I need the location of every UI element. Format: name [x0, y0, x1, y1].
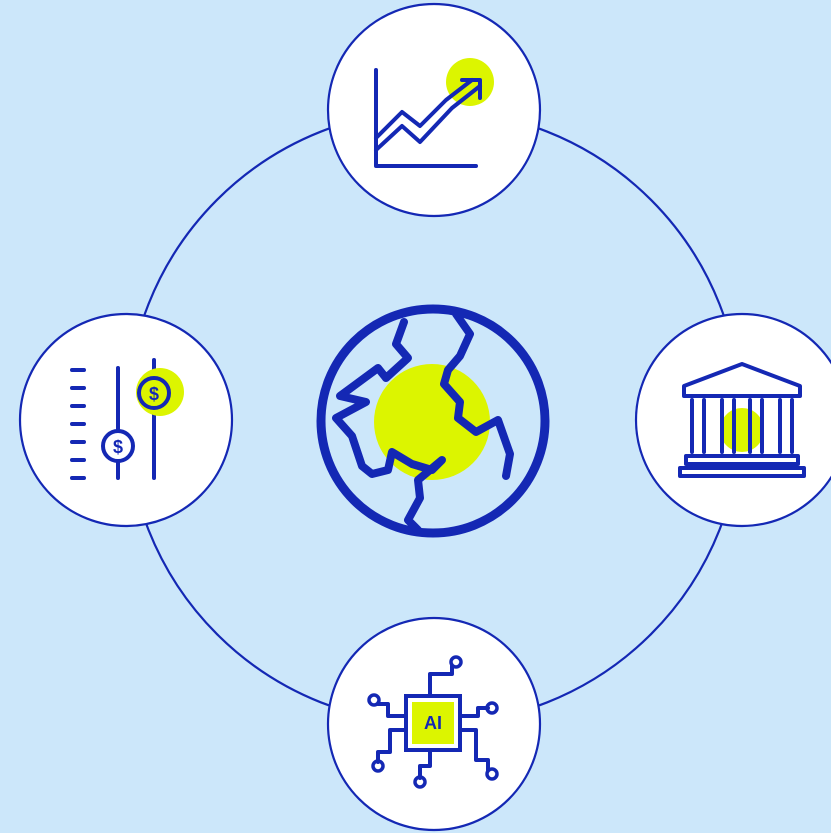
- growth-chart-arrowhead: [460, 78, 482, 100]
- node-left-circle: [18, 312, 234, 528]
- dollar-coin-lower-symbol: $: [113, 437, 123, 457]
- ai-chip-node-6: [413, 775, 427, 789]
- growth-chart-icon: [374, 58, 494, 168]
- globe-continent-right: [440, 310, 514, 480]
- node-bottom[interactable]: AI: [326, 616, 542, 832]
- bank-roof: [682, 362, 802, 398]
- dollar-coin-upper-symbol: $: [149, 384, 159, 404]
- globe-icon: [316, 304, 550, 538]
- growth-chart-line-upper: [374, 84, 482, 152]
- ai-chip-traces: [376, 664, 490, 780]
- bank-base: [678, 454, 806, 478]
- growth-chart-axes: [374, 68, 478, 168]
- ai-chip-node-4: [485, 701, 499, 715]
- ai-chip-icon: AI: [367, 655, 499, 789]
- globe-outline: [316, 304, 550, 538]
- dollar-coin-lower: [101, 429, 135, 463]
- growth-chart-line-lower: [374, 78, 474, 140]
- ai-chip-body: [412, 702, 454, 744]
- globe-accent-dot: [374, 364, 490, 480]
- dollar-coin-upper: [137, 376, 171, 410]
- bank-building-icon: [678, 362, 806, 478]
- bank-columns: [690, 398, 794, 454]
- globe-continent-left: [332, 318, 446, 534]
- bank-accent-dot: [720, 408, 764, 452]
- ai-chip-node-3: [371, 759, 385, 773]
- ai-chip-node-5: [485, 767, 499, 781]
- node-top[interactable]: [326, 2, 542, 218]
- ai-chip-outline: [404, 694, 462, 752]
- dollar-sliders-scale-ticks: [70, 368, 86, 480]
- node-right[interactable]: [634, 312, 831, 528]
- ai-chip-node-1: [449, 655, 463, 669]
- ai-chip-label: AI: [424, 713, 442, 733]
- dollar-sliders-icon: $ $: [70, 358, 184, 480]
- node-left[interactable]: $ $: [18, 312, 234, 528]
- ai-chip-node-2: [367, 693, 381, 707]
